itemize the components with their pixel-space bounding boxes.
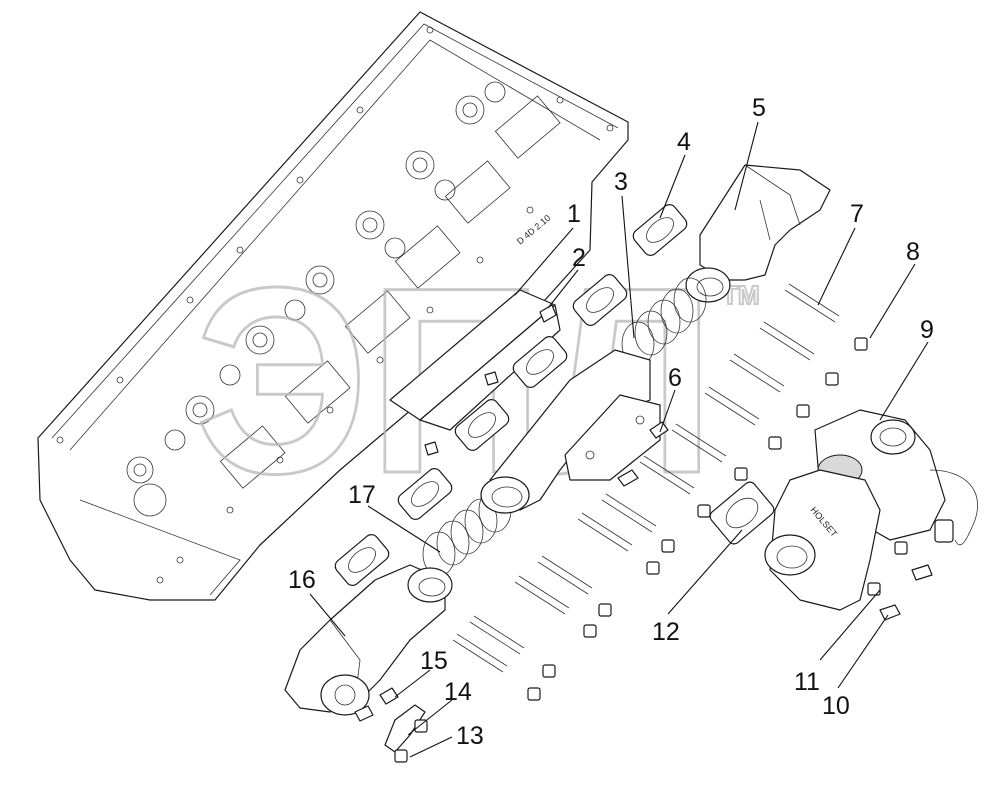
cylinder-head: D 4D 2.10 <box>37 11 629 601</box>
gaskets <box>334 204 775 586</box>
part-1-heat-shield-lower <box>419 304 561 431</box>
nuts <box>394 337 908 763</box>
callout-17: 17 <box>348 481 376 509</box>
callout-7: 7 <box>850 200 864 228</box>
callout-4: 4 <box>677 128 691 156</box>
callout-9: 9 <box>920 316 934 344</box>
leader-lines <box>309 121 929 758</box>
callout-16: 16 <box>288 566 316 594</box>
head-port-rects <box>219 95 561 489</box>
gasket-c <box>397 468 453 520</box>
gasket-a <box>512 336 568 388</box>
callout-labels: 1 2 3 4 5 6 7 8 9 10 11 12 13 14 15 16 1… <box>288 94 934 750</box>
callout-12: 12 <box>652 618 680 646</box>
small-screws <box>354 304 933 722</box>
callout-2: 2 <box>572 244 586 272</box>
callout-11: 11 <box>794 668 820 696</box>
callout-10: 10 <box>822 692 850 720</box>
manifold-center <box>480 349 651 514</box>
part-12-turbo-gasket <box>709 481 775 545</box>
callout-13: 13 <box>456 722 484 750</box>
callout-15: 15 <box>420 647 448 675</box>
valve-pockets <box>126 81 506 517</box>
part-16-manifold-front <box>284 564 453 716</box>
studs <box>452 283 840 673</box>
callout-14: 14 <box>444 678 472 706</box>
callout-3: 3 <box>614 168 628 196</box>
callout-1: 1 <box>567 200 581 228</box>
turbine-housing: HOLSET <box>764 469 881 611</box>
part-4-gasket <box>632 204 688 256</box>
callout-6: 6 <box>668 364 682 392</box>
gasket-d <box>334 534 390 586</box>
head-bolt-holes <box>56 26 614 584</box>
callout-5: 5 <box>752 94 766 122</box>
part-2-gasket <box>572 274 628 326</box>
part-5-manifold-rear <box>685 164 831 303</box>
gasket-b <box>454 399 510 451</box>
callout-8: 8 <box>906 238 920 266</box>
